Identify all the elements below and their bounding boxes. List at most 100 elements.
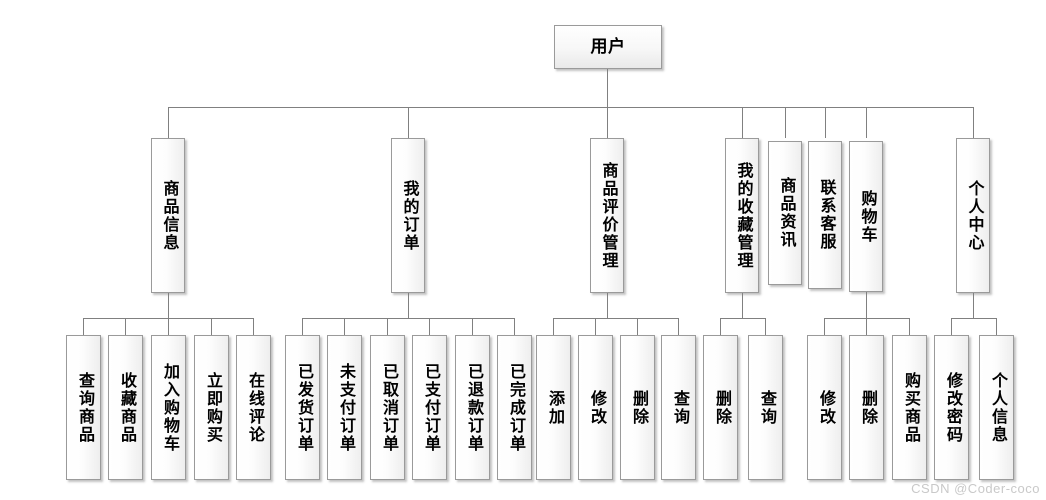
node-leaf-review-query[interactable]: 查询: [661, 335, 696, 480]
connector-main-bus: [168, 107, 974, 108]
connector-drop-leaf: [866, 318, 867, 335]
connector-drop-leaf: [824, 318, 825, 335]
connector-stem-review-management: [607, 293, 608, 318]
connector-drop-product-info: [168, 107, 169, 138]
connector-drop-personal-center: [973, 107, 974, 138]
connector-subbus-my-orders: [302, 318, 514, 319]
node-leaf-change-password[interactable]: 修改密码: [934, 335, 969, 480]
node-label: 商品评价管理: [599, 161, 617, 270]
connector-subbus-review-management: [553, 318, 678, 319]
node-leaf-completed-orders[interactable]: 已完成订单: [497, 335, 532, 480]
connector-subbus-my-favorites: [720, 318, 765, 319]
node-label: 删除: [629, 389, 647, 426]
node-label: 未支付订单: [336, 362, 354, 453]
connector-drop-leaf: [83, 318, 84, 335]
connector-drop-leaf: [678, 318, 679, 335]
connector-stem-my-favorites: [742, 293, 743, 318]
node-shopping-cart[interactable]: 购物车: [849, 141, 883, 292]
node-label: 商品资讯: [777, 177, 795, 249]
connector-drop-leaf: [909, 318, 910, 335]
node-label: 收藏商品: [117, 371, 135, 444]
node-label: 联系客服: [817, 179, 835, 251]
connector-drop-leaf: [472, 318, 473, 335]
node-leaf-cart-purchase[interactable]: 购买商品: [892, 335, 927, 480]
connector-drop-my-favorites: [742, 107, 743, 138]
node-label: 已退款订单: [464, 362, 482, 453]
connector-drop-leaf: [387, 318, 388, 335]
connector-drop-leaf: [637, 318, 638, 335]
node-leaf-add-to-cart[interactable]: 加入购物车: [151, 335, 186, 480]
node-product-news[interactable]: 商品资讯: [768, 141, 802, 285]
node-label: 已支付订单: [421, 362, 439, 453]
node-label: 个人信息: [988, 371, 1006, 444]
connector-drop-leaf: [996, 318, 997, 335]
node-leaf-favorite-query[interactable]: 查询: [748, 335, 783, 480]
node-leaf-favorite-delete[interactable]: 删除: [703, 335, 738, 480]
connector-drop-leaf: [125, 318, 126, 335]
node-contact-support[interactable]: 联系客服: [808, 141, 842, 289]
node-leaf-buy-now[interactable]: 立即购买: [194, 335, 229, 480]
node-leaf-unpaid-orders[interactable]: 未支付订单: [327, 335, 362, 480]
node-label: 查询: [670, 389, 688, 426]
connector-drop-leaf: [344, 318, 345, 335]
connector-drop-leaf: [765, 318, 766, 335]
connector-drop-leaf: [514, 318, 515, 335]
node-label: 立即购买: [203, 371, 221, 444]
connector-drop-leaf: [720, 318, 721, 335]
node-label: 我的订单: [400, 179, 418, 252]
connector-stem-my-orders: [408, 293, 409, 318]
watermark: CSDN @Coder-coco: [911, 481, 1040, 496]
node-leaf-paid-orders[interactable]: 已支付订单: [412, 335, 447, 480]
connector-drop-shopping-cart: [866, 107, 867, 138]
node-personal-center[interactable]: 个人中心: [956, 138, 990, 293]
node-leaf-cart-edit[interactable]: 修改: [807, 335, 842, 480]
connector-drop-leaf: [302, 318, 303, 335]
connector-root-stem: [607, 69, 608, 107]
connector-stem-product-info: [168, 293, 169, 318]
node-leaf-online-comment[interactable]: 在线评论: [236, 335, 271, 480]
node-label: 商品信息: [160, 179, 178, 252]
node-label: 在线评论: [245, 371, 263, 444]
node-label: 购买商品: [901, 371, 919, 444]
node-review-management[interactable]: 商品评价管理: [590, 138, 624, 293]
node-leaf-review-edit[interactable]: 修改: [578, 335, 613, 480]
connector-drop-leaf: [168, 318, 169, 335]
node-label: 用户: [590, 36, 626, 56]
node-label: 已取消订单: [379, 362, 397, 453]
connector-drop-leaf: [553, 318, 554, 335]
node-leaf-cancelled-orders[interactable]: 已取消订单: [370, 335, 405, 480]
node-label: 我的收藏管理: [734, 161, 752, 270]
node-leaf-cart-delete[interactable]: 删除: [849, 335, 884, 480]
connector-drop-my-orders: [408, 107, 409, 138]
connector-stem-shopping-cart: [866, 292, 867, 318]
node-my-orders[interactable]: 我的订单: [391, 138, 425, 293]
connector-drop-leaf: [211, 318, 212, 335]
connector-drop-leaf: [595, 318, 596, 335]
node-label: 查询: [757, 389, 775, 426]
node-leaf-refunded-orders[interactable]: 已退款订单: [455, 335, 490, 480]
node-my-favorites[interactable]: 我的收藏管理: [725, 138, 759, 293]
node-product-info[interactable]: 商品信息: [151, 138, 185, 293]
node-leaf-review-add[interactable]: 添加: [536, 335, 571, 480]
node-label: 购物车: [858, 189, 876, 244]
node-root-user[interactable]: 用户: [554, 25, 662, 69]
node-leaf-personal-info[interactable]: 个人信息: [979, 335, 1014, 480]
node-leaf-favorite-product[interactable]: 收藏商品: [108, 335, 143, 480]
node-label: 删除: [858, 389, 876, 426]
connector-drop-leaf: [253, 318, 254, 335]
connector-subbus-personal-center: [951, 318, 996, 319]
node-label: 修改: [816, 389, 834, 426]
node-label: 删除: [712, 389, 730, 426]
node-label: 修改: [587, 389, 605, 426]
connector-drop-contact-support: [825, 107, 826, 138]
node-label: 修改密码: [943, 371, 961, 444]
node-label: 已完成订单: [506, 362, 524, 453]
connector-stem-personal-center: [973, 293, 974, 318]
connector-drop-leaf: [429, 318, 430, 335]
connector-drop-leaf: [951, 318, 952, 335]
node-label: 个人中心: [965, 179, 983, 252]
node-leaf-query-product[interactable]: 查询商品: [66, 335, 101, 480]
node-leaf-review-delete[interactable]: 删除: [620, 335, 655, 480]
node-leaf-shipped-orders[interactable]: 已发货订单: [285, 335, 320, 480]
